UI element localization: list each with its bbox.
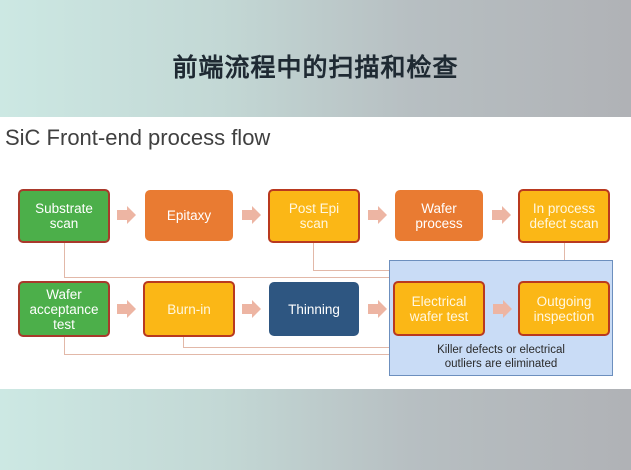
step-in-process-defect-scan: In process defect scan xyxy=(518,189,610,243)
slide: SiC Front-end process flow Killer defect… xyxy=(0,117,631,389)
footer-band xyxy=(0,389,631,470)
header-band xyxy=(0,0,631,117)
step-wafer-process: Wafer process xyxy=(395,190,483,241)
connector-wat-down xyxy=(64,337,65,355)
connector-row1-to-group xyxy=(64,277,389,278)
step-burn-in: Burn-in xyxy=(143,281,235,337)
step-outgoing-inspection: Outgoing inspection xyxy=(518,281,610,336)
connector-burnin-down xyxy=(183,337,184,348)
step-electrical-wafer-test: Electrical wafer test xyxy=(393,281,485,336)
connector-postepi-to-group xyxy=(313,270,389,271)
step-wafer-acceptance-test: Wafer acceptance test xyxy=(18,281,110,337)
connector-wat-to-group xyxy=(64,354,389,355)
connector-burnin-to-group xyxy=(183,347,389,348)
step-thinning: Thinning xyxy=(269,282,359,336)
step-epitaxy: Epitaxy xyxy=(145,190,233,241)
connector-substrate-down xyxy=(64,241,65,278)
connector-inprocess-down xyxy=(564,241,565,260)
page-title: 前端流程中的扫描和检查 xyxy=(172,53,459,82)
slide-title: SiC Front-end process flow xyxy=(5,125,271,150)
group-note: Killer defects or electrical outliers ar… xyxy=(437,344,565,370)
step-substrate-scan: Substrate scan xyxy=(18,189,110,243)
step-post-epi-scan: Post Epi scan xyxy=(268,189,360,243)
connector-postepi-down xyxy=(313,241,314,271)
